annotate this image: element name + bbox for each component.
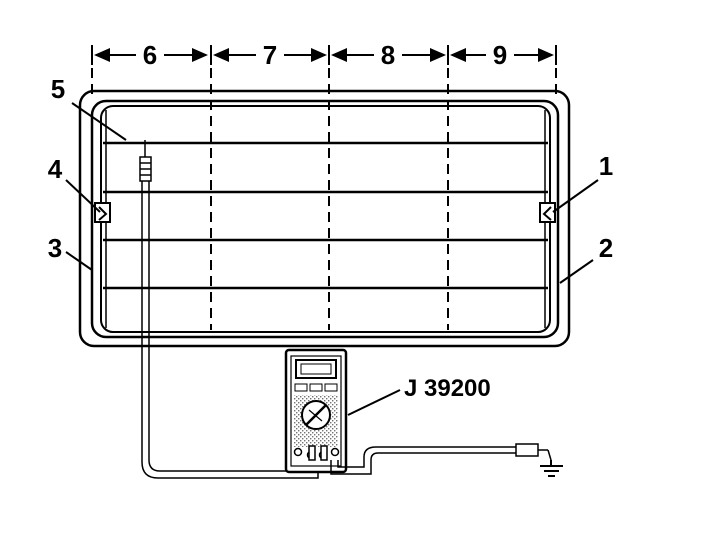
zone-8-label: 8 <box>381 40 395 70</box>
meter-display <box>295 359 337 379</box>
callout-1-label: 1 <box>599 151 613 181</box>
defogger-grid-area <box>100 105 551 333</box>
multimeter-j39200 <box>284 348 348 474</box>
defogger-grid-lines <box>103 141 548 290</box>
window-glass-outline <box>90 99 560 339</box>
callout-5-label: 5 <box>51 74 65 104</box>
zone-7-label: 7 <box>263 40 277 70</box>
zone-dimension-row <box>91 45 557 65</box>
left-terminal <box>94 202 111 223</box>
window-outer-frame <box>78 89 571 348</box>
right-terminal <box>539 202 556 223</box>
probe-lead-wire <box>141 181 319 479</box>
zone-dividers <box>91 68 557 330</box>
ground-symbol <box>540 460 563 477</box>
callout-2-label: 2 <box>599 233 613 263</box>
tool-leader <box>347 389 401 416</box>
zone-6-label: 6 <box>143 40 157 70</box>
callout-3-label: 3 <box>48 233 62 263</box>
ground-clip <box>515 443 552 461</box>
callout-leaders <box>65 102 599 284</box>
test-probe <box>139 140 152 182</box>
tool-id-label: J 39200 <box>404 375 491 402</box>
ground-lead-wire <box>330 446 516 475</box>
callout-4-label: 4 <box>48 154 63 184</box>
zone-9-label: 9 <box>493 40 507 70</box>
